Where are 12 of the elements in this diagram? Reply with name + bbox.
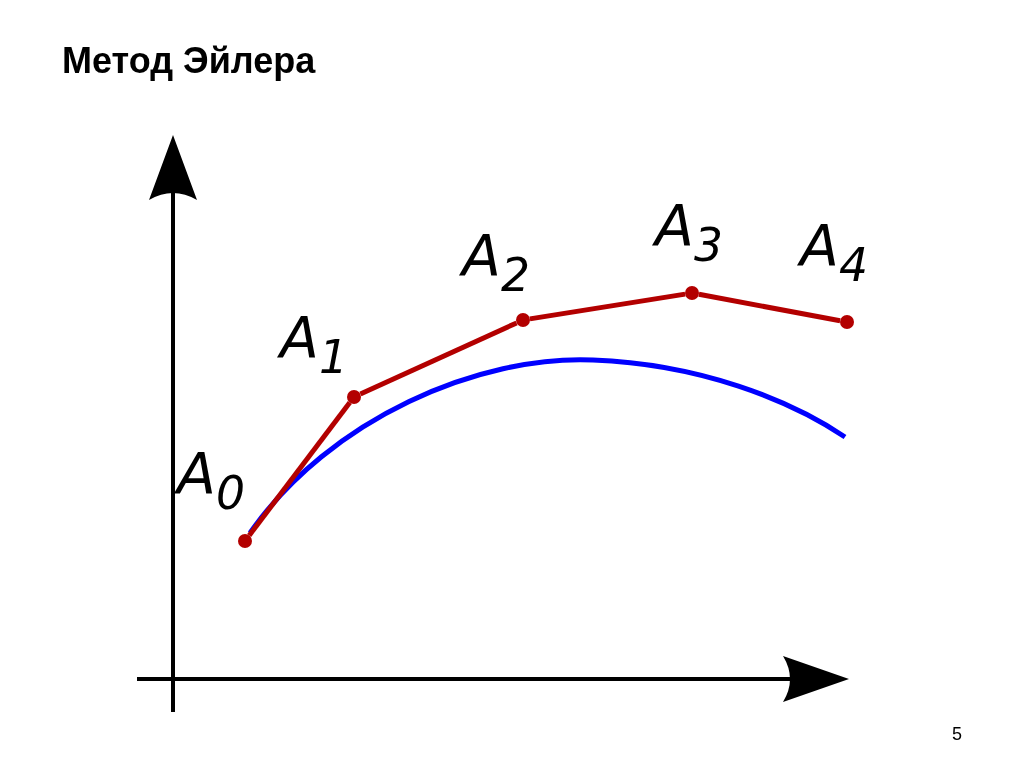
point-marker [685,286,699,300]
line-segment [247,401,352,537]
line-segment [698,291,841,324]
point-marker [516,313,530,327]
point-label: A$_{0}$ [177,443,245,510]
point-marker [840,315,854,329]
slide-title: Метод Эйлера [62,40,316,82]
line-segment [529,291,686,322]
line-segment [359,320,518,397]
point-marker [347,390,361,404]
point-marker [238,534,252,548]
page-number: 5 [952,724,962,745]
